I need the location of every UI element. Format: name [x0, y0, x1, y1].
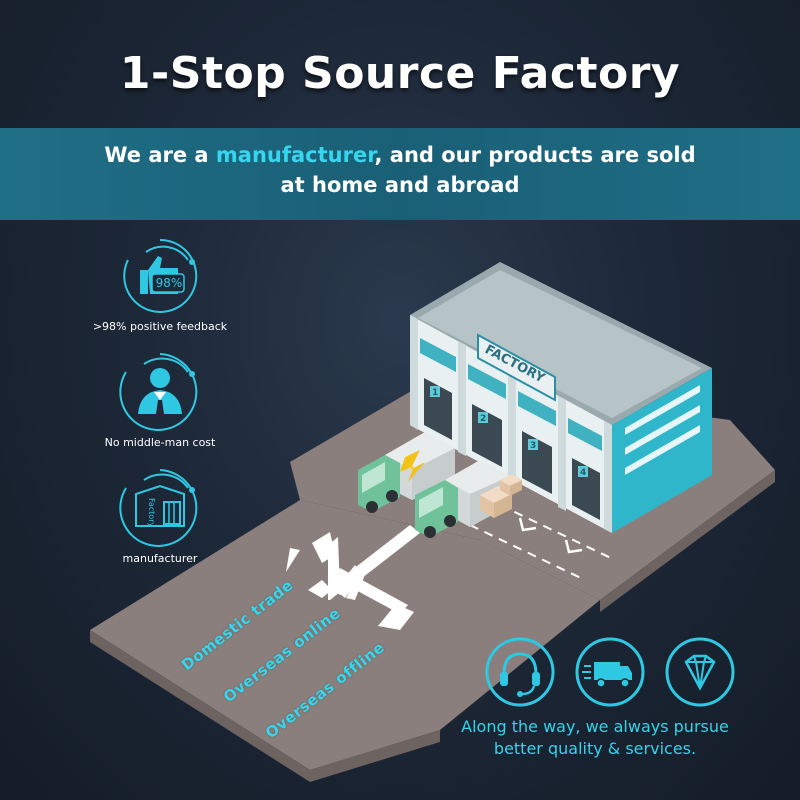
- feature-feedback-label: >98% positive feedback: [92, 320, 228, 333]
- truck-2: [415, 460, 522, 538]
- footer-line-2: better quality & services.: [493, 739, 697, 758]
- footer-text: Along the way, we always pursue better q…: [430, 716, 760, 760]
- feature-no-middleman-label: No middle-man cost: [104, 436, 216, 449]
- factory-icon-label: Factory: [147, 498, 156, 528]
- subtitle-band: [0, 128, 800, 220]
- diamond-icon: [665, 637, 735, 707]
- thumbs-up-icon: [123, 238, 198, 313]
- subtitle: We are a manufacturer, and our products …: [0, 140, 800, 200]
- feature-manufacturer-label: manufacturer: [122, 552, 198, 565]
- footer-line-1: Along the way, we always pursue: [461, 717, 729, 736]
- factory-icon: [119, 469, 198, 547]
- feature-no-middleman: [118, 350, 202, 434]
- feedback-badge: 98%: [155, 276, 183, 290]
- delivery-truck-icon: [575, 637, 645, 707]
- subtitle-line-2: at home and abroad: [280, 173, 520, 197]
- dock-arrows: [518, 517, 583, 554]
- dock-lines: [469, 504, 616, 581]
- page-title: 1-Stop Source Factory: [119, 48, 681, 99]
- subtitle-text-start: We are a: [104, 143, 216, 167]
- headset-icon: [485, 637, 555, 707]
- door-number-1: 1: [432, 388, 438, 398]
- truck-1: [358, 432, 455, 513]
- door-number-2: 2: [480, 414, 486, 424]
- feature-feedback: 98%: [118, 234, 202, 318]
- door-number-4: 4: [580, 468, 586, 478]
- direction-arrows: [286, 525, 420, 630]
- businessman-icon: [119, 353, 198, 431]
- subtitle-text-end: , and our products are sold: [374, 143, 696, 167]
- factory-door-numbers: 1 2 3 4: [432, 388, 586, 478]
- door-number-3: 3: [530, 441, 536, 451]
- feature-manufacturer: Factory: [118, 466, 202, 550]
- factory-building: [410, 262, 712, 533]
- subtitle-highlight: manufacturer: [215, 143, 375, 167]
